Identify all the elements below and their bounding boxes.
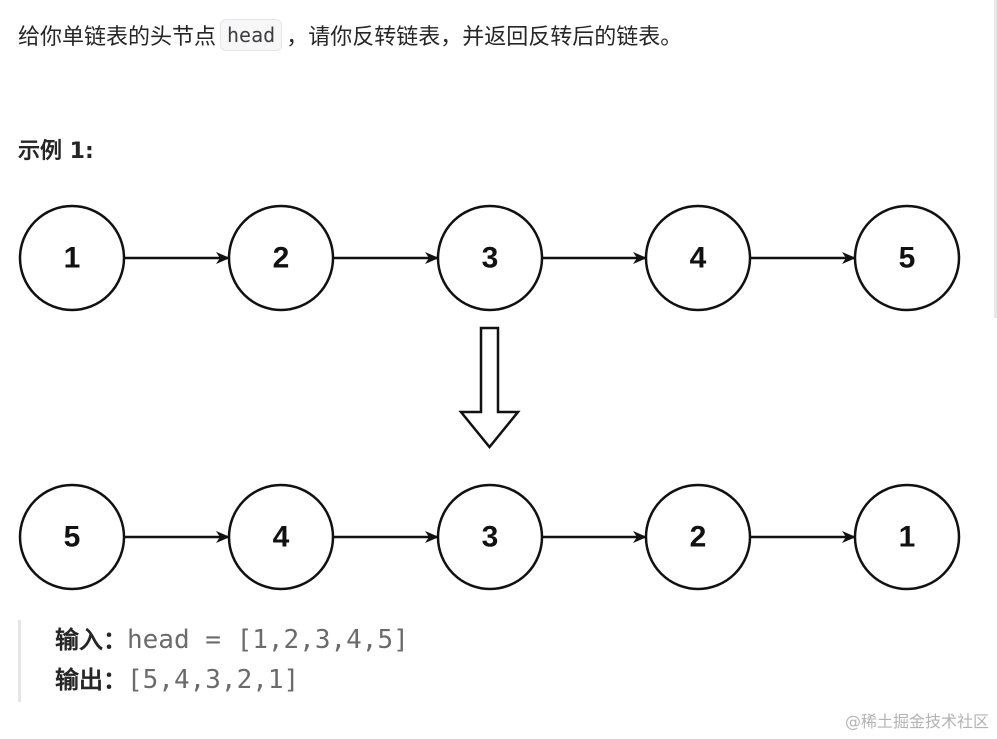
output-label: 输出： [55, 666, 127, 694]
input-node-5 [853, 204, 961, 312]
reverse-down-arrow-icon [458, 326, 521, 449]
output-node-label-5: 1 [899, 521, 916, 554]
output-node-label-2: 4 [273, 521, 290, 554]
example-io-block: 输入：head = [1,2,3,4,5] 输出：[5,4,3,2,1] [18, 620, 655, 702]
description-text-before: 给你单链表的头节点 [18, 25, 217, 50]
output-line: 输出：[5,4,3,2,1] [55, 660, 655, 700]
output-node-label-4: 2 [690, 521, 707, 554]
output-node-5 [853, 483, 961, 591]
input-node-label-3: 3 [482, 242, 499, 275]
input-list-row: 1 2 3 4 5 [18, 204, 961, 312]
input-node-label-1: 1 [64, 242, 81, 275]
output-node-label-3: 3 [482, 521, 499, 554]
input-node-label-5: 5 [899, 242, 916, 275]
output-list-row: 5 4 3 2 1 [18, 483, 961, 591]
output-value: [5,4,3,2,1] [127, 665, 300, 695]
watermark: @稀土掘金技术社区 [844, 712, 989, 731]
output-node-label-1: 5 [64, 521, 81, 554]
inline-code-head: head [220, 19, 283, 51]
input-line: 输入：head = [1,2,3,4,5] [55, 620, 655, 660]
input-label: 输入： [55, 626, 127, 654]
example-title: 示例 1: [18, 139, 94, 164]
input-node-label-2: 2 [273, 242, 290, 275]
description-text-after: ，请你反转链表，并返回反转后的链表。 [286, 25, 683, 50]
input-node-label-4: 4 [690, 242, 707, 275]
input-value: head = [1,2,3,4,5] [127, 625, 409, 655]
scrollbar[interactable] [994, 0, 997, 318]
